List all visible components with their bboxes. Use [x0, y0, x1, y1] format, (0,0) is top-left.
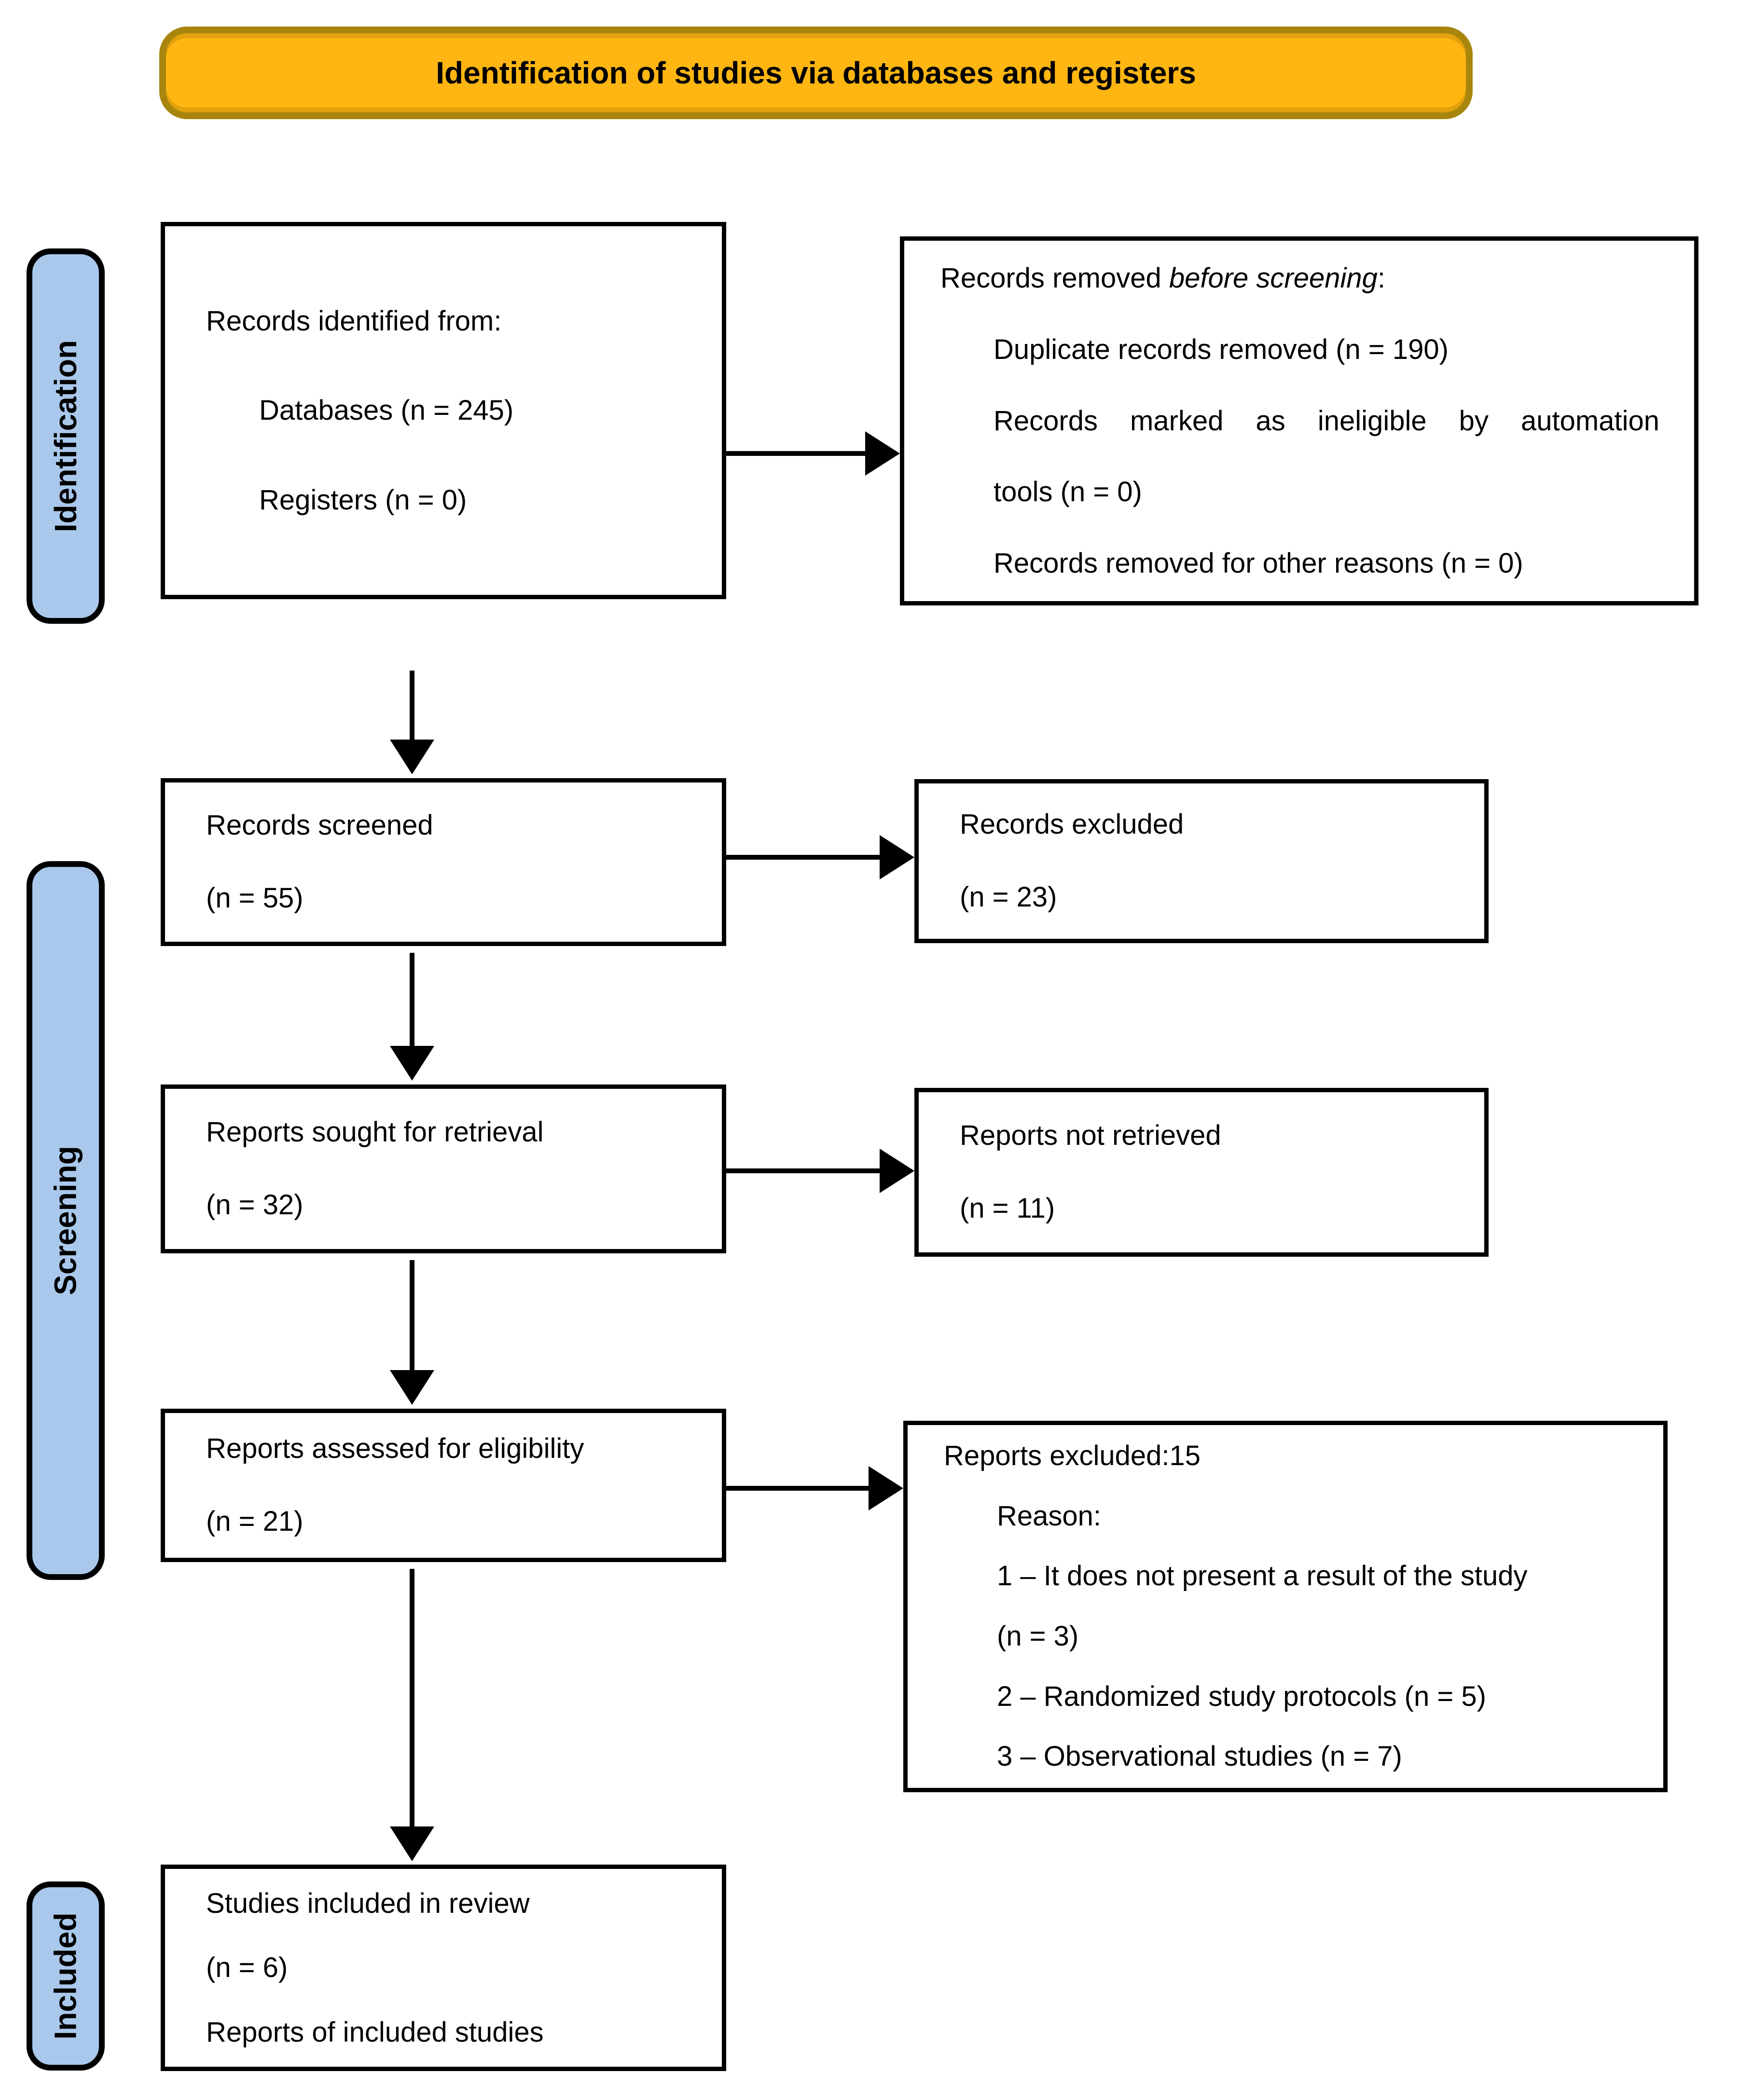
arrow-shaft	[410, 1260, 414, 1373]
arrow-shaft	[410, 1569, 414, 1830]
arrow-shaft	[726, 1168, 883, 1173]
studies-included-line3: Reports of included studies	[206, 2016, 544, 2048]
records-screened-label: Records screened	[206, 810, 433, 841]
box-studies-included: Studies included in review (n = 6) Repor…	[161, 1865, 726, 2071]
arrow-head	[390, 740, 434, 774]
arrow-assessed-to-reports-excluded	[726, 1466, 903, 1510]
reports-excluded-reason1-count: (n = 3)	[997, 1620, 1079, 1652]
box-records-identified: Records identified from: Databases (n = …	[161, 222, 726, 599]
arrow-head	[865, 431, 900, 476]
reports-excluded-reason2: 2 – Randomized study protocols (n = 5)	[997, 1680, 1486, 1712]
studies-included-line1: Studies included in review	[206, 1887, 530, 1919]
arrow-shaft	[410, 953, 414, 1049]
records-removed-suffix: :	[1377, 262, 1386, 294]
reports-not-retrieved-label: Reports not retrieved	[960, 1120, 1221, 1152]
records-identified-title: Records identified from:	[206, 305, 502, 337]
stage-included-label: Included	[48, 1912, 83, 2040]
records-excluded-label: Records excluded	[960, 809, 1184, 840]
records-identified-registers: Registers (n = 0)	[259, 484, 467, 516]
arrow-identified-to-removed	[726, 431, 900, 476]
title-banner: Identification of studies via databases …	[159, 27, 1473, 119]
arrow-shaft	[726, 1486, 872, 1491]
reports-assessed-count: (n = 21)	[206, 1506, 304, 1537]
arrow-assessed-to-included	[390, 1569, 434, 1861]
stage-screening-label: Screening	[48, 1146, 83, 1295]
arrow-head	[390, 1370, 434, 1405]
records-removed-other: Records removed for other reasons (n = 0…	[994, 548, 1523, 579]
arrow-head	[390, 1046, 434, 1081]
box-records-removed: Records removed before screening: Duplic…	[900, 236, 1698, 605]
arrow-shaft	[726, 451, 869, 456]
records-removed-title: Records removed before screening:	[940, 243, 1660, 314]
arrow-head	[390, 1826, 434, 1861]
records-screened-count: (n = 55)	[206, 882, 304, 914]
box-reports-sought: Reports sought for retrieval (n = 32)	[161, 1084, 726, 1253]
stage-identification-label: Identification	[48, 340, 83, 533]
records-removed-automation: Records marked as ineligible by automati…	[994, 405, 1659, 437]
box-records-excluded: Records excluded (n = 23)	[914, 779, 1489, 943]
arrow-head	[880, 1149, 914, 1193]
records-removed-duplicates: Duplicate records removed (n = 190)	[994, 333, 1449, 365]
stage-identification: Identification	[27, 248, 105, 624]
reports-excluded-reason3: 3 – Observational studies (n = 7)	[997, 1741, 1402, 1772]
reports-sought-label: Reports sought for retrieval	[206, 1116, 544, 1148]
arrow-screened-to-sought	[390, 953, 434, 1081]
box-reports-not-retrieved: Reports not retrieved (n = 11)	[914, 1088, 1489, 1257]
reports-excluded-reason-label: Reason:	[997, 1500, 1102, 1532]
records-identified-databases: Databases (n = 245)	[259, 395, 514, 426]
arrow-shaft	[410, 671, 414, 743]
arrow-sought-to-not-retrieved	[726, 1149, 914, 1193]
reports-excluded-title: Reports excluded:15	[944, 1440, 1201, 1471]
reports-sought-count: (n = 32)	[206, 1189, 304, 1221]
records-removed-automation-wrap: tools (n = 0)	[994, 476, 1142, 508]
box-records-screened: Records screened (n = 55)	[161, 778, 726, 946]
arrow-head	[880, 835, 914, 879]
arrow-identified-to-screened	[390, 671, 434, 774]
arrow-sought-to-assessed	[390, 1260, 434, 1405]
arrow-shaft	[726, 855, 883, 860]
stage-screening: Screening	[27, 861, 105, 1580]
box-reports-assessed: Reports assessed for eligibility (n = 21…	[161, 1409, 726, 1562]
records-removed-prefix: Records removed	[940, 262, 1169, 294]
box-reports-excluded: Reports excluded:15 Reason: 1 – It does …	[903, 1421, 1668, 1792]
arrow-head	[869, 1466, 903, 1510]
reports-assessed-label: Reports assessed for eligibility	[206, 1433, 584, 1465]
reports-not-retrieved-count: (n = 11)	[960, 1193, 1055, 1224]
studies-included-count: (n = 6)	[206, 1952, 288, 1984]
reports-excluded-reason1: 1 – It does not present a result of the …	[997, 1560, 1528, 1592]
records-excluded-count: (n = 23)	[960, 881, 1057, 913]
diagram-title: Identification of studies via databases …	[436, 55, 1196, 90]
stage-included: Included	[27, 1881, 105, 2071]
records-removed-italic: before screening	[1169, 262, 1378, 294]
arrow-screened-to-excluded	[726, 835, 914, 879]
